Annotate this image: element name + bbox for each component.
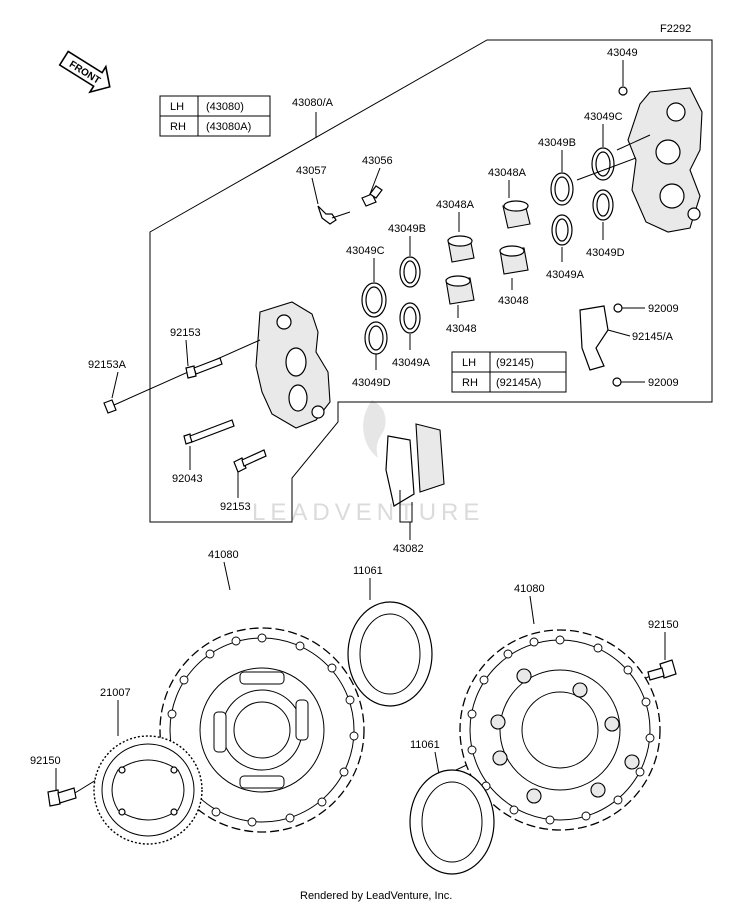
table2-part-lh: (92145) xyxy=(496,357,534,369)
seal-43049b-rh xyxy=(550,172,574,206)
label-43049a-lh: 43049A xyxy=(392,357,431,369)
seal-43049b-lh xyxy=(399,256,421,288)
table2-part-rh: (92145A) xyxy=(496,377,541,389)
pin-92043 xyxy=(183,419,235,445)
seal-43049c-rh xyxy=(591,147,615,181)
spacer-11061-top xyxy=(347,601,433,707)
table2-side-rh: RH xyxy=(462,377,478,389)
label-21007: 21007 xyxy=(100,687,131,699)
seal-43049d-rh xyxy=(592,189,614,221)
label-43049a-rh: 43049A xyxy=(546,269,585,281)
label-92150-lh: 92150 xyxy=(30,755,61,767)
table-part-lh: (43080) xyxy=(206,101,244,113)
table2-side-lh: LH xyxy=(462,357,476,369)
seal-43049 xyxy=(618,86,628,96)
label-11061-top: 11061 xyxy=(353,565,383,577)
caliper-rh xyxy=(627,87,703,233)
assembly-outline xyxy=(149,39,713,523)
label-43049b-rh: 43049B xyxy=(538,137,576,149)
label-92009-top: 92009 xyxy=(648,303,679,315)
seal-43049d-lh xyxy=(364,321,388,355)
brake-rotor-lh xyxy=(159,627,365,833)
label-41080-lh: 41080 xyxy=(208,549,239,561)
brake-rotor-rh xyxy=(459,629,661,831)
pad-spring-92145 xyxy=(579,305,609,371)
caliper-lh xyxy=(255,301,331,429)
piston-43048a-lh xyxy=(447,235,475,263)
bleeder-valve-43056 xyxy=(361,185,383,207)
table-part-rh: (43080A) xyxy=(206,121,251,133)
label-43082: 43082 xyxy=(393,543,424,555)
brake-pads-43082 xyxy=(385,423,445,523)
bleeder-cap-43057 xyxy=(317,205,351,225)
label-92153a: 92153A xyxy=(88,359,127,371)
seal-43049c-lh xyxy=(361,282,387,318)
label-92009-bottom: 92009 xyxy=(648,377,679,389)
label-43057: 43057 xyxy=(296,165,327,177)
label-43049d-rh: 43049D xyxy=(586,247,625,259)
abs-rotor-21007 xyxy=(93,735,203,845)
label-43049d-lh: 43049D xyxy=(352,377,391,389)
label-43049c-lh: 43049C xyxy=(346,245,385,257)
bolt-92153-top xyxy=(185,357,223,379)
figure-code: F2292 xyxy=(660,23,691,35)
seal-43049a-lh xyxy=(399,302,421,334)
bolt-92150-lh xyxy=(47,787,77,807)
bolt-92153a xyxy=(103,339,261,414)
piston-43048a-rh xyxy=(502,200,531,229)
front-arrow-icon: FRONT xyxy=(58,50,111,94)
caliper-variant-table: LH (43080) RH (43080A) xyxy=(159,95,271,137)
piston-43048-rh xyxy=(499,245,529,275)
label-43080-a: 43080/A xyxy=(292,97,334,109)
label-43048-lh: 43048 xyxy=(446,323,477,335)
label-92153-top: 92153 xyxy=(170,327,201,339)
bolt-92153-bottom xyxy=(233,449,267,473)
label-43056: 43056 xyxy=(362,155,393,167)
label-92153-bottom: 92153 xyxy=(220,501,251,513)
label-43049c-rh: 43049C xyxy=(584,111,623,123)
label-92145-a: 92145/A xyxy=(632,331,674,343)
bracket-variant-table: LH (92145) RH (92145A) xyxy=(451,351,567,393)
spacer-11061-bottom xyxy=(409,769,495,875)
bolt-92150-rh xyxy=(647,659,677,681)
label-43049: 43049 xyxy=(607,47,638,59)
footer-credit: Rendered by LeadVenture, Inc. xyxy=(300,890,452,902)
label-11061-bottom: 11061 xyxy=(410,739,440,751)
label-43049b-lh: 43049B xyxy=(388,223,426,235)
label-43048-rh: 43048 xyxy=(498,295,529,307)
bolt-92009-top xyxy=(613,303,623,313)
label-41080-rh: 41080 xyxy=(514,583,545,595)
table-side-lh: LH xyxy=(170,101,184,113)
label-92150-rh: 92150 xyxy=(648,619,679,631)
table-side-rh: RH xyxy=(170,121,186,133)
piston-43048-lh xyxy=(445,275,475,305)
label-43048a-rh: 43048A xyxy=(488,167,527,179)
part-labels: 43080/A 43049 43049C 43049B 43048A 43057… xyxy=(30,47,679,767)
bolt-92009-bottom xyxy=(612,377,622,387)
label-92043: 92043 xyxy=(172,473,203,485)
label-43048a-lh: 43048A xyxy=(436,199,475,211)
seal-43049a-rh xyxy=(551,214,573,246)
